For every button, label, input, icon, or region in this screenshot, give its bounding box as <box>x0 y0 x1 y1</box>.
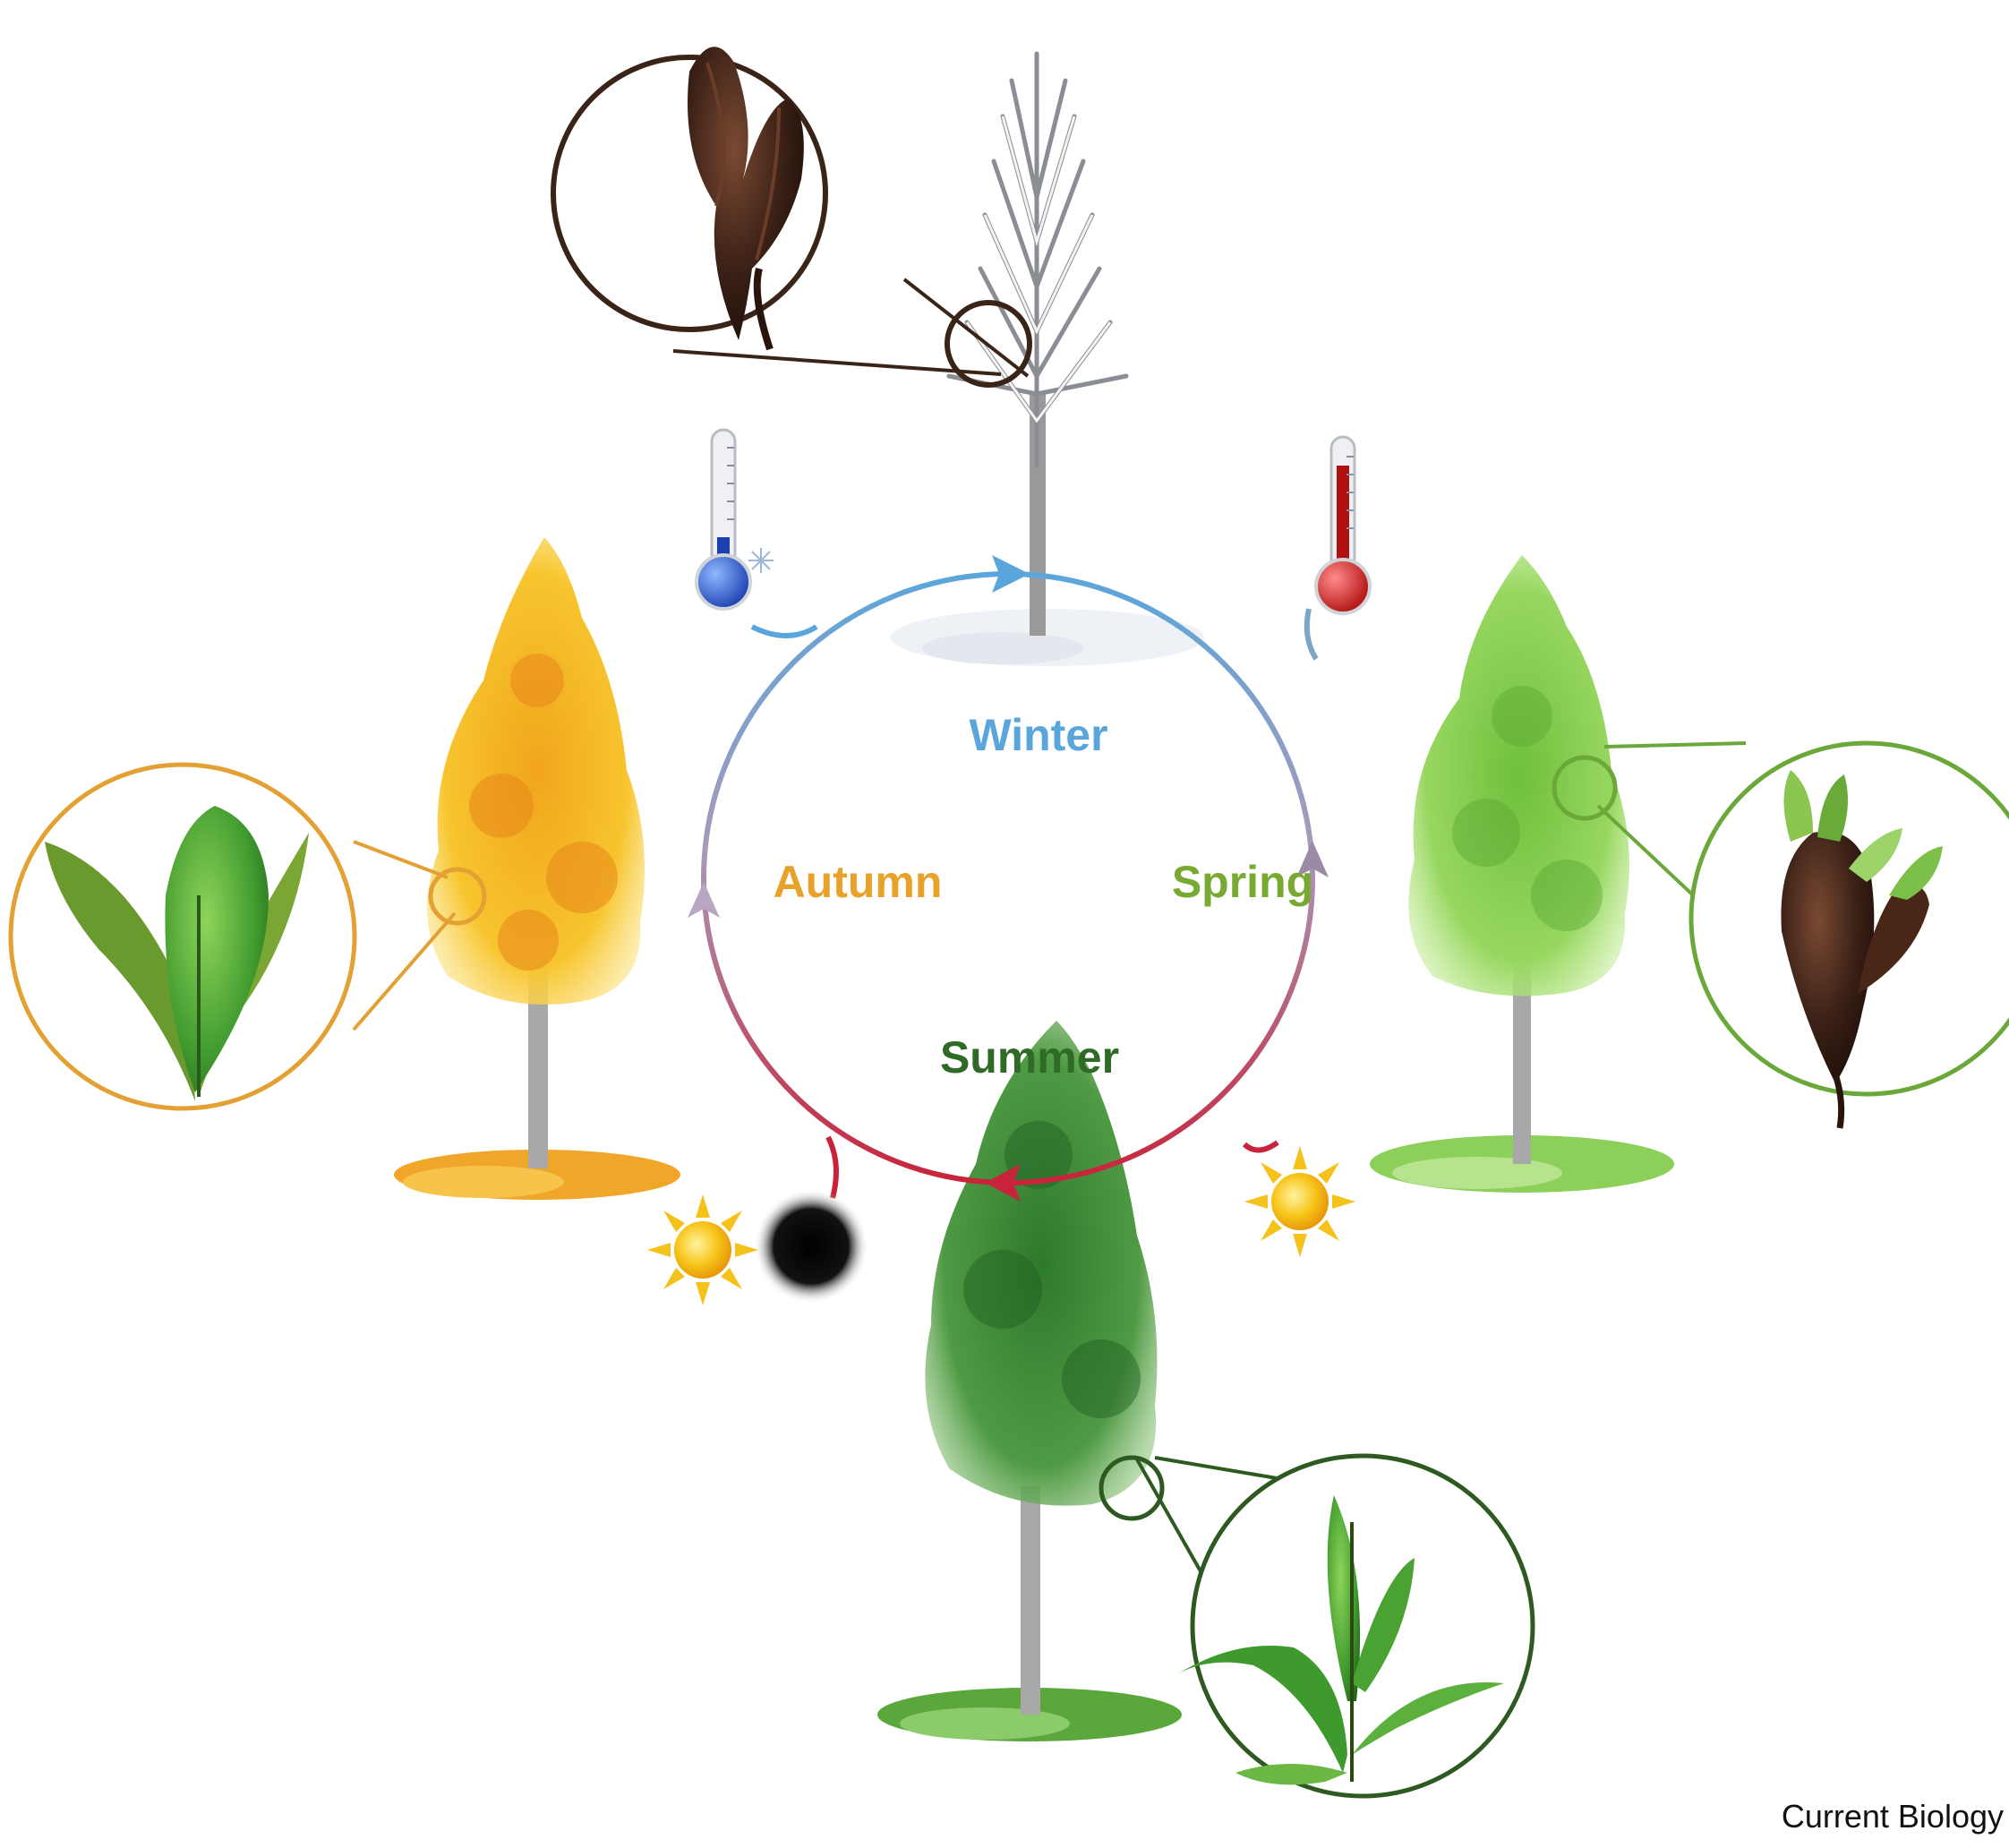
autumn-tree <box>394 537 680 1200</box>
seasonal-cycle-ring <box>688 555 1329 1202</box>
sun-icon <box>647 1194 758 1305</box>
arrowhead-right <box>1296 841 1329 877</box>
winter-label: Winter <box>969 710 1107 760</box>
summer-leaf-icon <box>1177 1495 1504 1785</box>
summer-leaf-inset <box>1099 1453 1535 1799</box>
autumn-label: Autumn <box>774 857 943 907</box>
summer-tree <box>877 1021 1182 1741</box>
cold-thermometer-icon <box>695 428 774 611</box>
arrowhead-bottom <box>985 1164 1021 1202</box>
summer-label: Summer <box>940 1032 1119 1082</box>
autumn-leaf-inset <box>8 762 487 1111</box>
arrowhead-top <box>992 555 1030 593</box>
winter-bud-icon <box>688 47 804 351</box>
spring-bud-icon <box>1781 770 1943 1129</box>
spring-bud-inset <box>1552 740 2009 1129</box>
winter-tree <box>891 51 1204 666</box>
warm-thermometer-icon <box>1314 435 1372 615</box>
credit-text: Current Biology <box>1781 1798 2004 1835</box>
arrowhead-left <box>688 882 720 918</box>
autumn-leaf-icon <box>45 806 309 1101</box>
spring-label: Spring <box>1172 857 1313 907</box>
spring-tree <box>1370 555 1674 1193</box>
moon-icon <box>754 1189 868 1304</box>
sun-icon <box>1244 1146 1355 1257</box>
snowflake-icon <box>748 548 774 573</box>
winter-bud-inset <box>551 47 1032 388</box>
